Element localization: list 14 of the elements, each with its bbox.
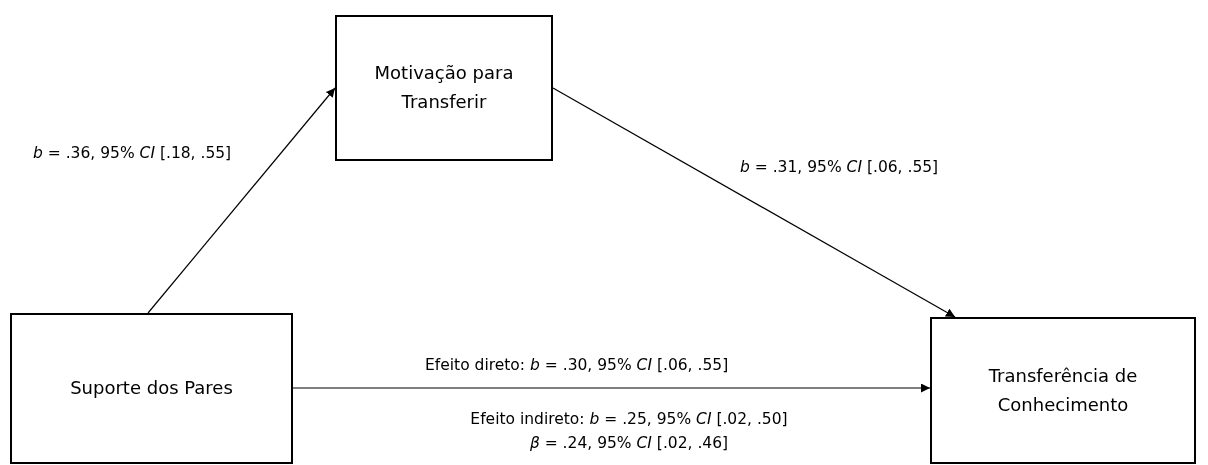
- arrow: [147, 87, 336, 314]
- edge-label: b = .31, 95% CI [.06, .55]: [740, 158, 939, 176]
- variable-box: [10, 313, 293, 464]
- arrow: [552, 87, 956, 318]
- effect-note: β = .24, 95% CI [.02, .46]: [528, 434, 730, 452]
- variable-box: [930, 317, 1196, 464]
- edge-label: Efeito direto: b = .30, 95% CI [.06, .55]: [425, 356, 729, 374]
- variable-box: [335, 15, 553, 161]
- edge-label: b = .36, 95% CI [.18, .55]: [33, 144, 232, 162]
- arrow: [292, 383, 931, 393]
- effect-note: Efeito indireto: b = .25, 95% CI [.02, .50]: [469, 410, 789, 428]
- variable-name: Transferência de Conhecimento: [987, 363, 1139, 417]
- variable-name: Suporte dos Pares: [70, 376, 233, 401]
- variable-name: Motivação para Transferir: [373, 61, 515, 114]
